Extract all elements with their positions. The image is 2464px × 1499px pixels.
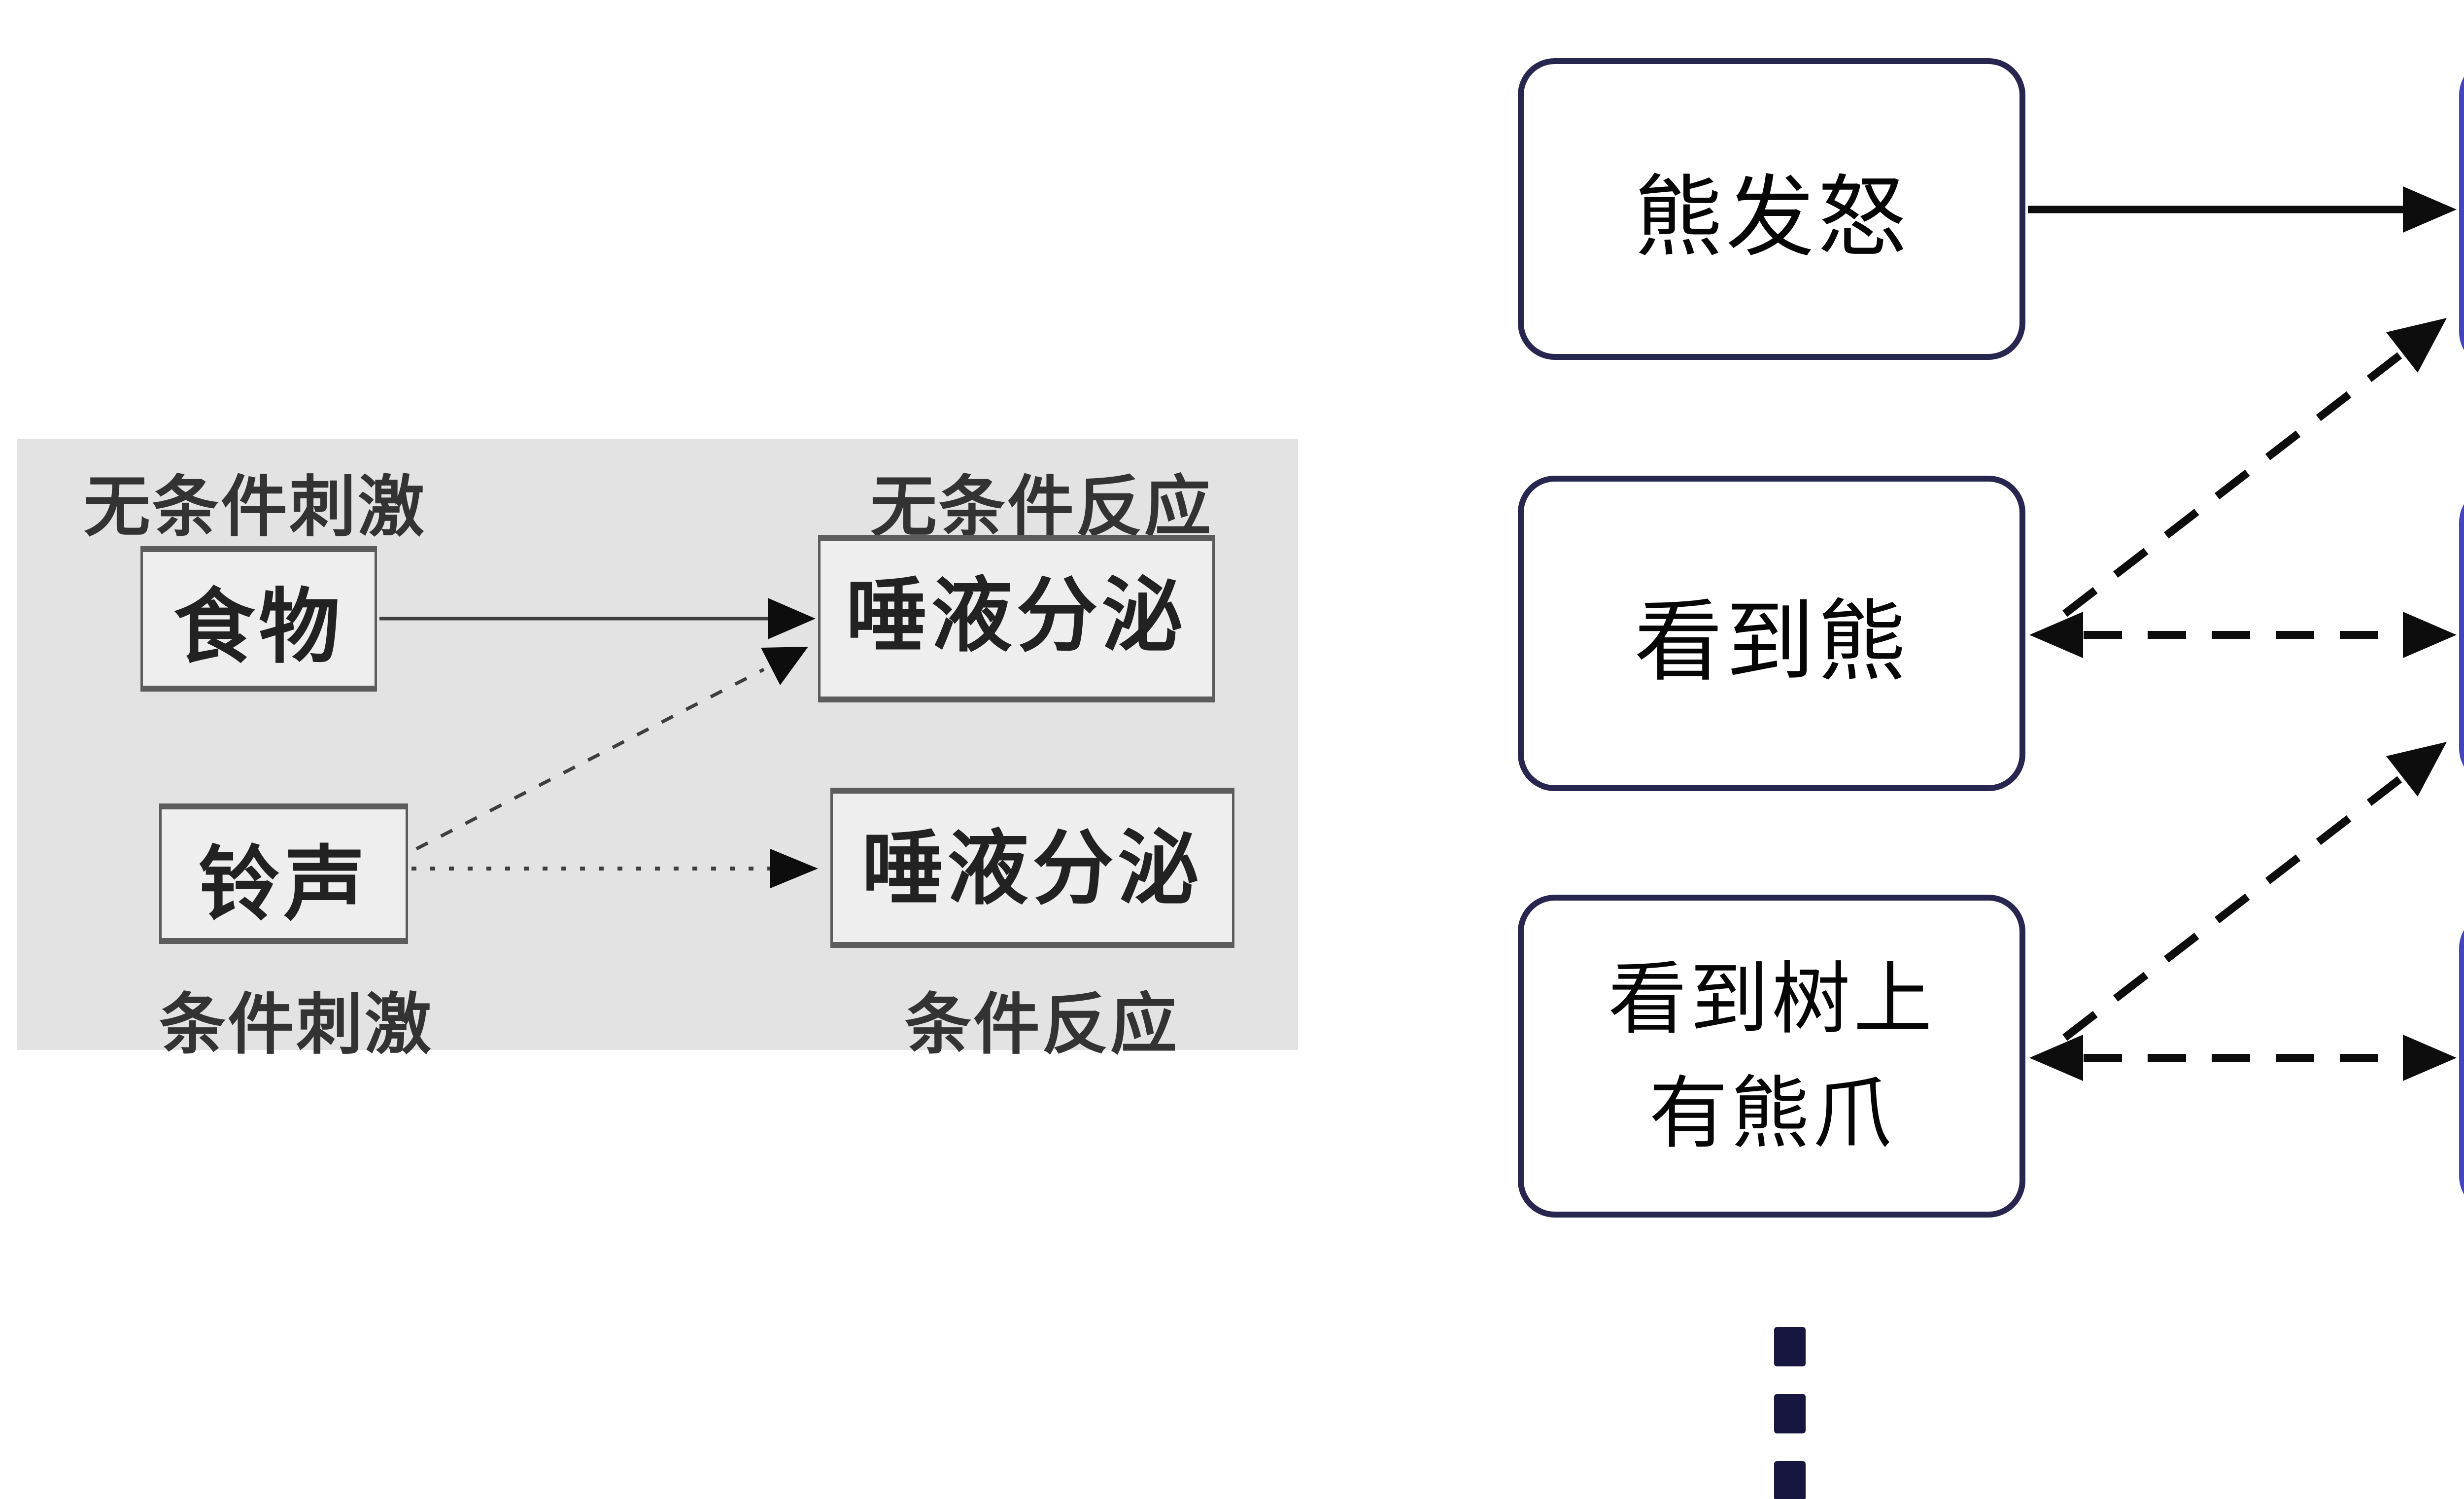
node-value-next-state: V(s′) [2459, 486, 2464, 785]
see-claw-value-next-diagonal-arrow [2062, 742, 2447, 1041]
ellipsis-dot [1774, 1394, 1806, 1433]
node-see-bear-label: 看到熊 [1634, 590, 1909, 694]
bear-rage-reward-arrow [2028, 186, 2457, 233]
label-unconditioned-stimulus: 无条件刺激 [84, 468, 426, 546]
node-bear-rage-label: 熊发怒 [1634, 166, 1909, 269]
label-conditioned-stimulus: 条件刺激 [159, 986, 433, 1063]
conditioning-panel: 无条件刺激 无条件反应 条件刺激 条件反应 食物 唾液分泌 铃声 唾液分泌 [17, 439, 1298, 1063]
node-value-current-state: V(s) [2459, 911, 2464, 1213]
node-see-bear-claw: 看到树上 有熊爪 [1518, 895, 2025, 1218]
ellipsis-dot [1774, 1461, 1806, 1499]
node-salivation-conditioned: 唾液分泌 [830, 788, 1234, 948]
label-conditioned-response: 条件反应 [905, 986, 1179, 1063]
node-salivation-conditioned-label: 唾液分泌 [862, 821, 1203, 916]
see-bear-reward-diagonal-arrow [2062, 318, 2447, 617]
see-bear-value-dashed-arrow [2029, 612, 2457, 658]
node-salivation-unconditioned-label: 唾液分泌 [846, 568, 1187, 663]
node-reward: 奖励 [2459, 58, 2464, 369]
node-see-bear: 看到熊 [1518, 476, 2025, 791]
ellipsis-dot [1774, 1327, 1806, 1366]
label-unconditioned-response: 无条件反应 [870, 468, 1213, 546]
see-claw-value-dashed-arrow [2029, 1035, 2457, 1081]
node-salivation-unconditioned: 唾液分泌 [818, 535, 1215, 702]
node-bell: 铃声 [159, 803, 408, 944]
node-bear-rage: 熊发怒 [1518, 58, 2025, 360]
node-see-bear-claw-line2: 有熊爪 [1648, 1067, 1894, 1159]
node-food-label: 食物 [173, 580, 344, 674]
node-see-bear-claw-line1: 看到树上 [1608, 952, 1935, 1045]
node-bell-label: 铃声 [198, 837, 369, 932]
node-food: 食物 [140, 546, 377, 692]
